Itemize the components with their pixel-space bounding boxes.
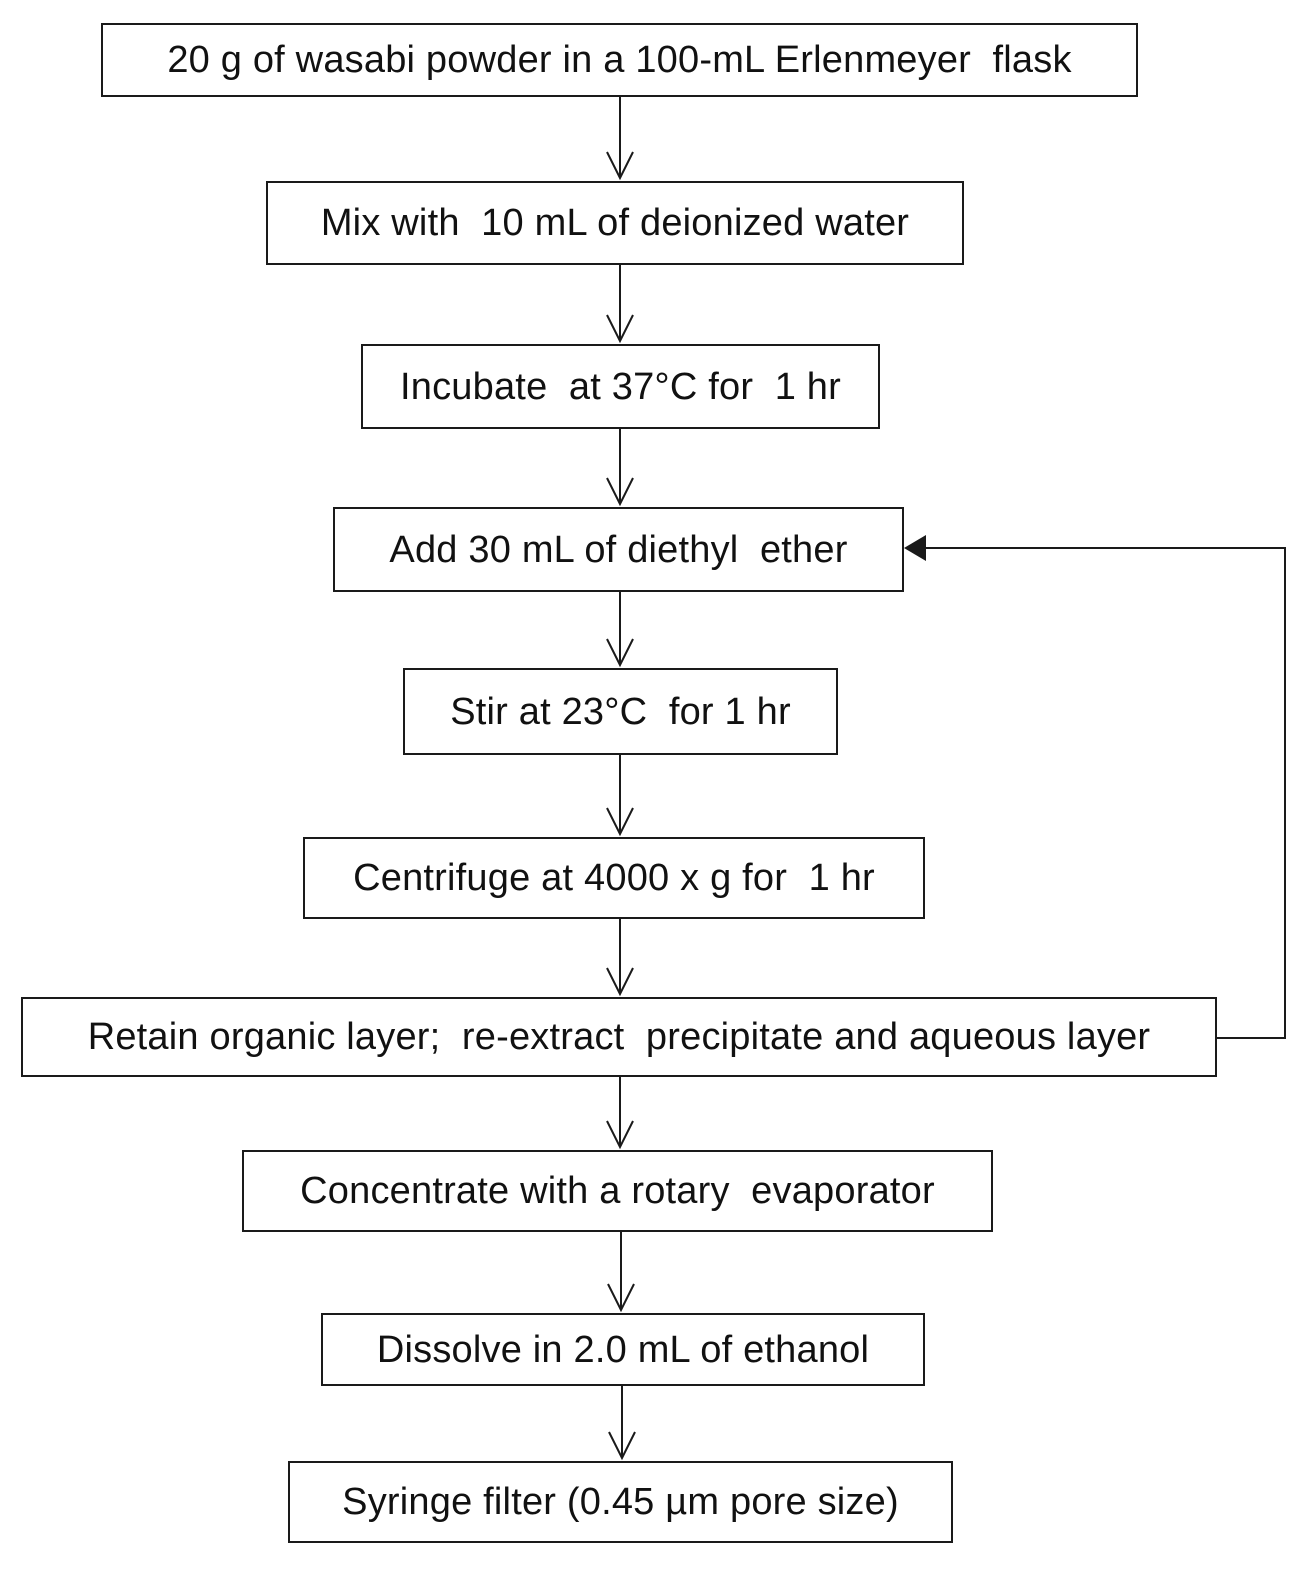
step-dissolve-ethanol: Dissolve in 2.0 mL of ethanol xyxy=(321,1313,925,1386)
step-stir: Stir at 23°C for 1 hr xyxy=(403,668,838,755)
step-add-ether: Add 30 mL of diethyl ether xyxy=(333,507,904,592)
arrow-s4-s5 xyxy=(606,592,634,668)
arrow-s7-s8 xyxy=(606,1077,634,1150)
step-syringe-filter: Syringe filter (0.45 µm pore size) xyxy=(288,1461,953,1543)
arrow-s3-s4 xyxy=(606,429,634,507)
arrow-s1-s2 xyxy=(606,97,634,181)
step-mix-water: Mix with 10 mL of deionized water xyxy=(266,181,964,265)
step-concentrate: Concentrate with a rotary evaporator xyxy=(242,1150,993,1232)
arrow-s9-s10 xyxy=(608,1386,636,1461)
arrow-s2-s3 xyxy=(606,265,634,344)
step-incubate: Incubate at 37°C for 1 hr xyxy=(361,344,880,429)
step-label: Add 30 mL of diethyl ether xyxy=(389,528,848,571)
step-wasabi-powder: 20 g of wasabi powder in a 100-mL Erlenm… xyxy=(101,23,1138,97)
step-label: Dissolve in 2.0 mL of ethanol xyxy=(376,1328,870,1371)
arrow-loop-s7-s4 xyxy=(904,535,1286,1039)
step-retain-organic-layer: Retain organic layer; re-extract precipi… xyxy=(21,997,1217,1077)
step-label: Retain organic layer; re-extract precipi… xyxy=(87,1016,1151,1058)
step-label: Syringe filter (0.45 µm pore size) xyxy=(342,1481,899,1523)
step-label: Mix with 10 mL of deionized water xyxy=(320,202,910,244)
step-label: Stir at 23°C for 1 hr xyxy=(450,690,791,733)
arrow-s5-s6 xyxy=(606,755,634,837)
step-label: Centrifuge at 4000 x g for 1 hr xyxy=(353,857,875,899)
step-centrifuge: Centrifuge at 4000 x g for 1 hr xyxy=(303,837,925,919)
step-label: 20 g of wasabi powder in a 100-mL Erlenm… xyxy=(167,39,1072,81)
step-label: Concentrate with a rotary evaporator xyxy=(300,1170,935,1212)
arrow-s6-s7 xyxy=(606,919,634,997)
step-label: Incubate at 37°C for 1 hr xyxy=(400,365,841,408)
arrow-s8-s9 xyxy=(607,1232,635,1313)
